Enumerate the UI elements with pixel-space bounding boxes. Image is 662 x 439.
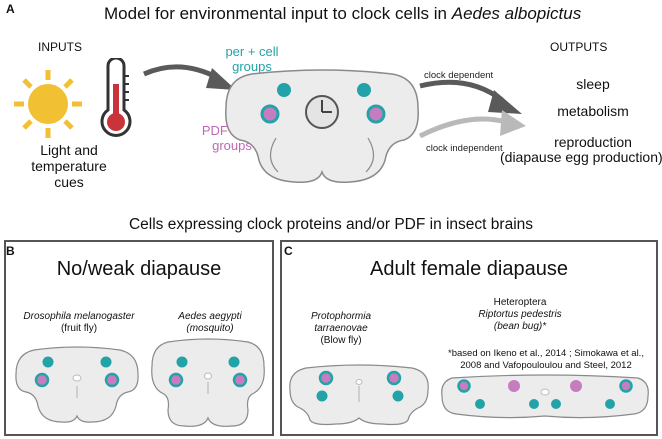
output-metabolism: metabolism [557, 103, 629, 119]
panel-c-title: Adult female diapause [370, 258, 568, 280]
panel-c-footnote: *based on Ikeno et al., 2014 ; Simokawa … [436, 348, 656, 372]
riptortus-brain [441, 374, 649, 419]
aedes-aegypti-brain [151, 338, 265, 427]
output-reproduction: reproduction [554, 134, 632, 150]
panel-b-title: No/weak diapause [56, 258, 222, 280]
riptortus-per-cell-1 [475, 399, 485, 409]
brain-pdf-cell-right [366, 104, 386, 124]
riptortus-pdf-cell-left [457, 379, 471, 393]
protophormia-per-cell-right [392, 390, 404, 402]
aegypti-pdf-cell-left [168, 372, 184, 388]
panel-a-letter: A [6, 2, 15, 16]
panel-b-species-1: Drosophila melanogaster (fruit fly) [14, 311, 144, 335]
heteroptera-label: Heteroptera [493, 297, 547, 308]
panel-b-letter: B [6, 244, 15, 258]
panel-a-title-prefix: Model for environmental input to clock c… [104, 4, 452, 23]
protophormia-brain [289, 364, 429, 426]
protophormia-name-2: tarraenovae [314, 323, 368, 334]
clock-dependent-arrow [419, 79, 522, 114]
thermometer-icon [100, 58, 132, 137]
aedes-aegypti-common: (mosquito) [186, 323, 234, 334]
cues-line-2: temperature [31, 158, 107, 174]
per-line-1: per + cell [225, 44, 279, 59]
panel-b-species-2: Aedes aegypti (mosquito) [150, 311, 270, 335]
footnote-line-2: 2008 and Vafopouloulou and Steel, 2012 [460, 360, 632, 371]
panel-a-title-species: Aedes albopictus [451, 4, 582, 23]
protophormia-pdf-cell-left [318, 370, 334, 386]
panel-c-species-2: Heteroptera Riptortus pedestris (bean bu… [460, 297, 580, 333]
aegypti-per-cell-left [176, 356, 188, 368]
aegypti-per-cell-right [228, 356, 240, 368]
footnote-line-1: *based on Ikeno et al., 2014 ; Simokawa … [448, 348, 644, 359]
clock-dependent-label: clock dependent [424, 70, 494, 81]
aegypti-pdf-cell-right [232, 372, 248, 388]
drosophila-pdf-cell-right [104, 372, 120, 388]
brain-per-cell-left [277, 83, 291, 97]
protophormia-per-cell-left [316, 390, 328, 402]
per-line-2: groups [232, 59, 272, 74]
section-title: Cells expressing clock proteins and/or P… [128, 216, 534, 233]
per-label: per + cell groups [212, 44, 292, 74]
riptortus-pdf-only-cell-left [508, 380, 520, 392]
cues-line-3: cues [54, 174, 84, 190]
aedes-aegypti-name: Aedes aegypti [178, 311, 242, 322]
riptortus-per-cell-2 [529, 399, 539, 409]
panel-b-box [4, 240, 274, 436]
drosophila-name: Drosophila melanogaster [23, 311, 135, 322]
sun-icon [14, 70, 82, 138]
protophormia-pdf-cell-right [386, 370, 402, 386]
panel-c-species-1: Protophormia tarraenovae (Blow fly) [296, 311, 386, 347]
riptortus-pdf-only-cell-right [570, 380, 582, 392]
drosophila-brain [15, 346, 139, 423]
brain-per-cell-right [357, 83, 371, 97]
riptortus-common: (bean bug)* [493, 321, 547, 332]
riptortus-pdf-cell-right [619, 379, 633, 393]
output-sleep: sleep [576, 76, 610, 92]
input-arrow [142, 64, 236, 90]
main-brain-diagram [225, 69, 419, 184]
drosophila-common: (fruit fly) [60, 323, 98, 334]
panel-c-letter: C [284, 244, 293, 258]
cues-line-1: Light and [40, 142, 98, 158]
riptortus-per-cell-4 [605, 399, 615, 409]
brain-pdf-cell-left [260, 104, 280, 124]
clock-icon [305, 95, 339, 129]
clock-independent-label: clock independent [426, 143, 503, 154]
output-diapause-eggs: (diapause egg production) [500, 149, 662, 165]
drosophila-per-cell-left [42, 356, 54, 368]
protophormia-name-1: Protophormia [310, 311, 372, 322]
outputs-label: OUTPUTS [550, 40, 608, 54]
clock-independent-arrow [418, 110, 526, 139]
panel-c-box [280, 240, 658, 436]
drosophila-pdf-cell-left [34, 372, 50, 388]
protophormia-common: (Blow fly) [320, 335, 362, 346]
pdf-line-2: groups [212, 138, 252, 153]
cues-label: Light and temperature cues [24, 142, 114, 190]
inputs-label: INPUTS [38, 40, 83, 54]
riptortus-per-cell-3 [551, 399, 561, 409]
riptortus-name: Riptortus pedestris [478, 309, 562, 320]
panel-a-title: Model for environmental input to clock c… [104, 4, 581, 24]
drosophila-per-cell-right [100, 356, 112, 368]
